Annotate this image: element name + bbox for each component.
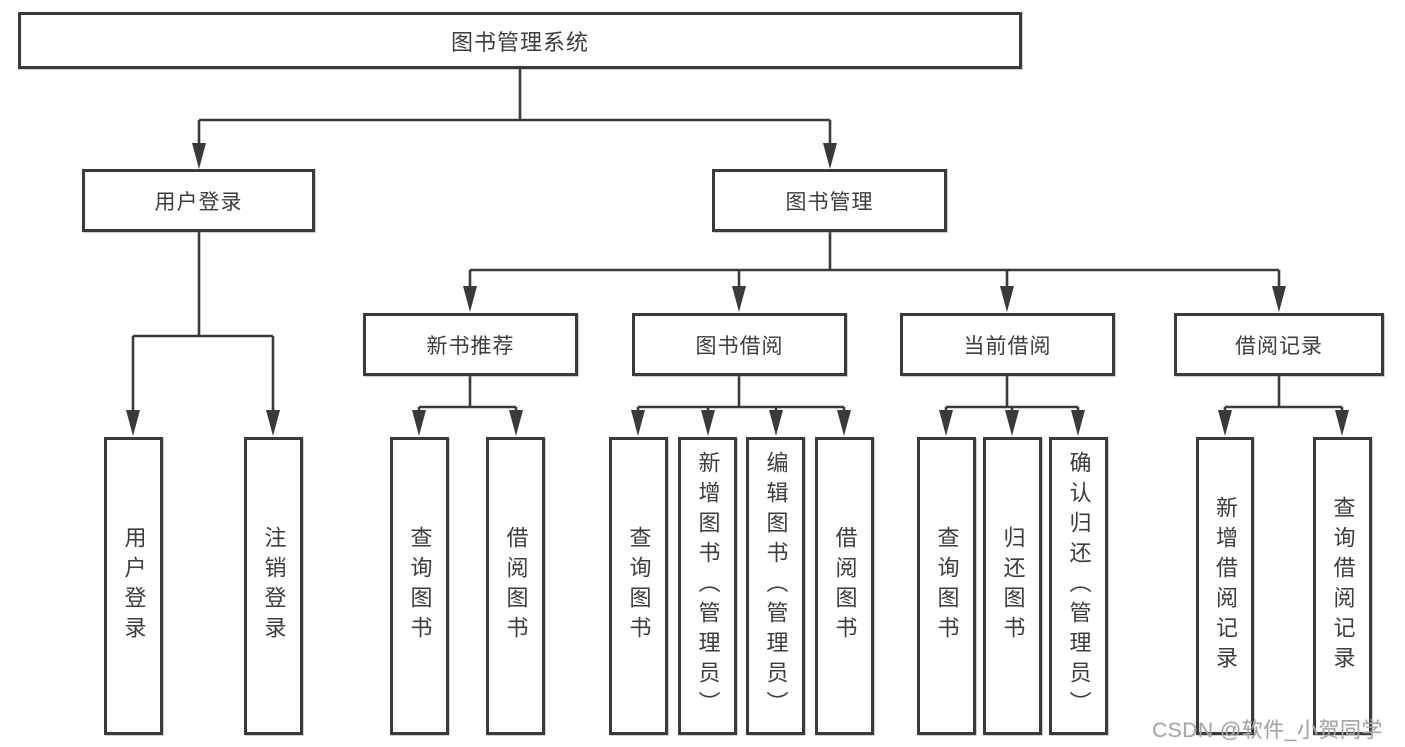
node-label: 查询借阅记录	[1330, 496, 1356, 676]
node-label: 借阅记录	[1235, 334, 1323, 358]
node-book-borrowing: 图书借阅	[632, 313, 847, 376]
node-label: 新增借阅记录	[1213, 496, 1238, 676]
node-borrowing-records: 借阅记录	[1174, 313, 1384, 376]
node-label: 图书管理系统	[450, 29, 589, 55]
leaf-add-books-admin: 新增图书（管理员）	[678, 437, 737, 735]
node-label: 用户登录	[121, 526, 147, 646]
node-label: 图书借阅	[695, 334, 784, 358]
node-label: 归还图书	[1000, 526, 1026, 646]
leaf-edit-books-admin: 编辑图书（管理员）	[746, 437, 805, 735]
csdn-watermark: CSDN @软件_小贺同学	[1152, 719, 1383, 742]
node-label: 注销登录	[261, 526, 287, 646]
leaf-query-books-recommend: 查询图书	[390, 437, 449, 735]
node-user-login-module: 用户登录	[82, 169, 315, 232]
leaf-confirm-return-admin: 确认归还（管理员）	[1049, 437, 1108, 735]
node-label: 确认归还（管理员）	[1066, 451, 1092, 721]
node-label: 借阅图书	[832, 526, 858, 646]
node-new-book-recommendation: 新书推荐	[363, 313, 578, 376]
leaf-add-borrow-record: 新增借阅记录	[1196, 437, 1254, 735]
leaf-borrow-books: 借阅图书	[815, 437, 874, 735]
leaf-borrow-books-recommend: 借阅图书	[486, 437, 545, 735]
node-label: 编辑图书（管理员）	[763, 451, 789, 721]
leaf-query-books: 查询图书	[609, 437, 668, 735]
node-label: 新书推荐	[426, 334, 515, 358]
node-label: 查询图书	[934, 526, 960, 646]
arrowhead-icons	[126, 143, 1349, 436]
leaf-logout: 注销登录	[244, 437, 303, 735]
node-label: 当前借阅	[963, 334, 1052, 358]
node-library-management-system: 图书管理系统	[18, 12, 1022, 69]
node-label: 查询图书	[626, 526, 652, 646]
leaf-query-borrow-record: 查询借阅记录	[1313, 437, 1372, 735]
node-book-management-module: 图书管理	[712, 169, 947, 232]
node-label: 图书管理	[785, 190, 874, 214]
node-label: 查询图书	[407, 526, 433, 646]
leaf-return-books: 归还图书	[983, 437, 1042, 735]
node-label: 用户登录	[154, 190, 243, 214]
leaf-query-books-current: 查询图书	[917, 437, 976, 735]
node-label: 借阅图书	[503, 526, 529, 646]
node-current-borrowing: 当前借阅	[900, 313, 1115, 376]
leaf-user-login: 用户登录	[104, 437, 163, 735]
node-label: 新增图书（管理员）	[695, 451, 721, 721]
